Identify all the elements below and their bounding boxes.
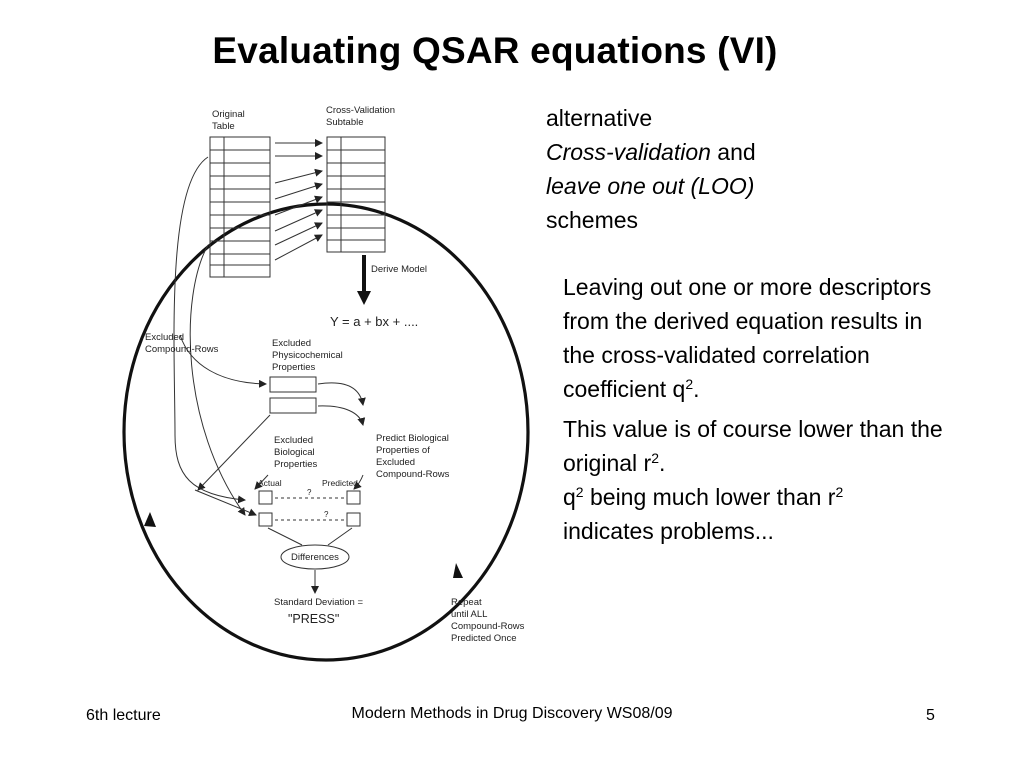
paragraph-r-sup: 2 [835, 484, 844, 500]
paragraph-q: q [563, 484, 576, 510]
phys-box-2 [269, 397, 317, 414]
intro-line-2: Cross-validation and [546, 135, 756, 169]
intro-loo: leave one out (LOO) [546, 173, 755, 199]
repeat-loop-ellipse [122, 202, 530, 662]
label-predict-4: Compound-Rows [376, 469, 450, 480]
label-excl-phys-2: Physicochemical [272, 350, 343, 361]
paragraph-q2-sup: 2 [685, 376, 694, 392]
excluded-rows-curve [173, 156, 246, 504]
actual-box-1 [258, 490, 273, 505]
paragraph-problems: indicates problems... [563, 518, 774, 544]
paragraph-lower-end: . [659, 450, 666, 476]
phys-arrow-2 [317, 405, 366, 426]
label-original-table-1: Original [212, 109, 245, 120]
intro-text: alternative Cross-validation and leave o… [546, 101, 756, 237]
label-equation: Y = a + bx + .... [330, 314, 418, 329]
predicted-box-1 [346, 490, 361, 505]
label-excl-bio-1: Excluded [274, 435, 313, 446]
label-std-dev: Standard Deviation = [274, 597, 363, 608]
loop-arrow-left [144, 512, 156, 527]
label-repeat-1: Repeat [451, 597, 482, 608]
actual-box-2 [258, 512, 273, 527]
label-repeat-4: Predicted Once [451, 633, 516, 644]
slide-title: Evaluating QSAR equations (VI) [212, 30, 778, 71]
original-table [209, 136, 271, 278]
label-qmark-1: ? [307, 488, 312, 497]
label-cv-subtable-2: Subtable [326, 117, 364, 128]
label-qmark-2: ? [324, 510, 329, 519]
cross-arrow-1 [197, 414, 271, 491]
loop-arrow-right [453, 563, 463, 578]
differences-ellipse [280, 544, 350, 570]
paragraph-q2-end: . [693, 376, 700, 402]
footer-course: Modern Methods in Drug Discovery WS08/09 [351, 705, 673, 722]
row-copy-arrows [274, 139, 323, 261]
excluded-rows-curve-2 [189, 244, 246, 516]
label-derive-model: Derive Model [371, 264, 427, 275]
label-predicted: Predicted [322, 478, 358, 488]
cross-validation-diagram: Original Table Cross-Validation Subtable… [122, 105, 530, 662]
label-repeat-3: Compound-Rows [451, 621, 525, 632]
cross-arrow-2 [194, 489, 257, 517]
label-excl-phys-3: Properties [272, 362, 316, 373]
paragraph-lower-text: This value is of course lower than the o… [563, 416, 943, 476]
label-excluded-rows-1: Excluded [145, 332, 184, 343]
label-predict-1: Predict Biological [376, 433, 449, 444]
phys-box-1 [269, 376, 317, 393]
label-actual: Actual [258, 478, 282, 488]
paragraph-q2: Leaving out one or more descriptors from… [563, 270, 943, 406]
intro-line-4: schemes [546, 207, 639, 233]
label-predict-3: Excluded [376, 457, 415, 468]
label-original-table-2: Table [212, 121, 235, 132]
label-excl-bio-3: Properties [274, 459, 318, 470]
label-excl-phys-1: Excluded [272, 338, 311, 349]
predict-to-predicted-arrow [353, 474, 364, 490]
label-repeat-2: until ALL [451, 609, 487, 620]
intro-cross-validation: Cross-validation [546, 139, 711, 165]
label-cv-subtable-1: Cross-Validation [326, 105, 395, 116]
paragraph-q-sup: 2 [575, 484, 584, 500]
diff-arrow-left [267, 527, 303, 546]
diff-arrow-right [327, 527, 353, 546]
label-differences: Differences [291, 552, 339, 563]
footer-page-number: 5 [926, 707, 935, 724]
body-text: Leaving out one or more descriptors from… [563, 270, 943, 554]
footer-lecture: 6th lecture [86, 707, 161, 724]
label-press: "PRESS" [288, 612, 339, 626]
derive-model-arrowhead [357, 291, 371, 305]
intro-line-1: alternative [546, 105, 653, 131]
paragraph-lower-sup: 2 [651, 450, 660, 466]
label-excl-bio-2: Biological [274, 447, 315, 458]
paragraph-much-lower: being much lower than r [583, 484, 836, 510]
rows-to-phys-arrow [179, 334, 267, 388]
predicted-box-2 [346, 512, 361, 527]
paragraph-q2-text: Leaving out one or more descriptors from… [563, 274, 932, 402]
bio-to-actual-arrow [254, 474, 269, 490]
cv-subtable [326, 136, 386, 253]
label-excluded-rows-2: Compound-Rows [145, 344, 219, 355]
label-predict-2: Properties of [376, 445, 430, 456]
paragraph-lower: This value is of course lower than the o… [563, 412, 943, 548]
intro-and: and [710, 139, 756, 165]
intro-line-3: leave one out (LOO) [546, 169, 756, 203]
phys-arrow-1 [317, 382, 366, 406]
